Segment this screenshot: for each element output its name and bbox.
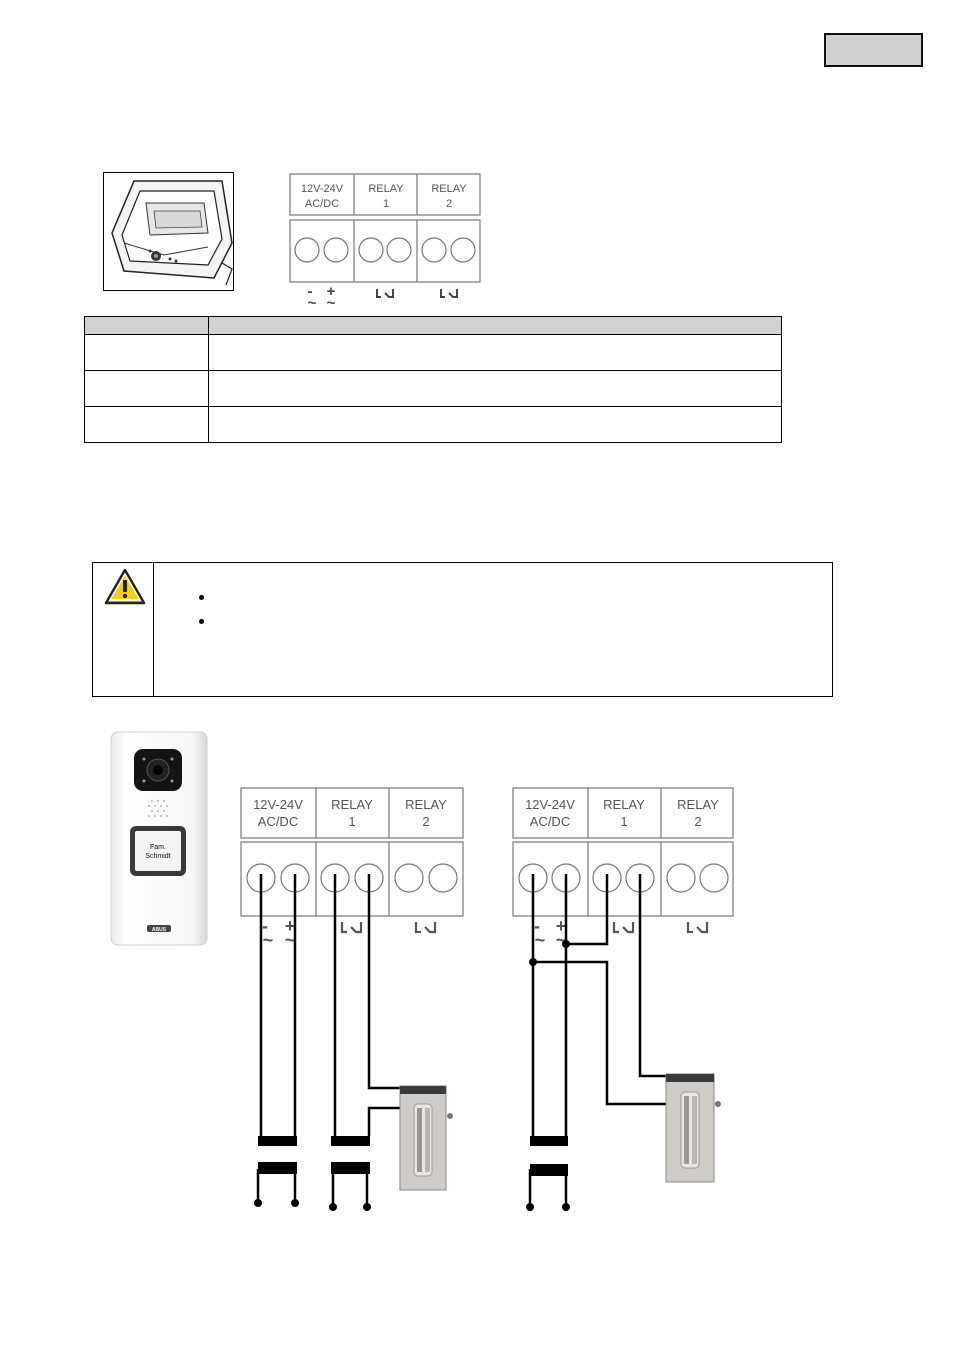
ac-symbol-left: ~ <box>308 295 317 310</box>
diagram2-relay1-label-top: RELAY <box>603 797 645 812</box>
brand-badge <box>147 925 171 932</box>
warning-bullet-1 <box>199 595 204 600</box>
terminal-assignment-table <box>84 316 782 443</box>
diagram1-power-label-bottom: AC/DC <box>258 814 298 829</box>
diagram1-wires <box>256 874 402 1206</box>
diagram2-plus: + <box>556 916 567 936</box>
power-label-top: 12V-24V <box>301 183 344 195</box>
diagram2-door-strike <box>665 1073 721 1183</box>
diagram2-minus: - <box>534 916 540 936</box>
compartment-illustration <box>111 180 233 286</box>
table-header-terminal <box>84 316 209 335</box>
relay2-label-bottom: 2 <box>446 198 452 210</box>
warning-divider <box>153 563 154 696</box>
nameplate-line1: Fam. <box>150 844 166 851</box>
nameplate-line2: Schmidt <box>145 853 170 860</box>
diagram2-power-label-top: 12V-24V <box>525 797 575 812</box>
diagram2-relay1-label-bottom: 1 <box>620 814 627 829</box>
relay-contact-icons <box>376 289 458 298</box>
diagram2-wires <box>528 874 666 1206</box>
diagram1-relay2-label-bottom: 2 <box>422 814 429 829</box>
wiring-diagram-shared-supply: 12V-24V AC/DC RELAY 1 RELAY 2 - + ~ ~ <box>512 787 734 1211</box>
connection-compartment-photo <box>103 172 234 291</box>
diagram1-plus: + <box>285 916 296 936</box>
diagram1-relay1-label-bottom: 1 <box>348 814 355 829</box>
wiring-diagram-separate-supply: 12V-24V AC/DC RELAY 1 RELAY 2 - + ~ ~ <box>240 787 464 1211</box>
ac-symbol-right: ~ <box>327 295 336 310</box>
diagram2-power-label-bottom: AC/DC <box>530 814 570 829</box>
diagram1-door-strike <box>399 1085 453 1191</box>
warning-bullet-2 <box>199 619 204 624</box>
table-cell <box>84 334 209 371</box>
diagram1-minus: - <box>262 916 268 936</box>
diagram1-power-label-top: 12V-24V <box>253 797 303 812</box>
speaker-grille <box>148 800 168 817</box>
diagram1-relay1-label-top: RELAY <box>331 797 373 812</box>
diagram2-ac-right: ~ <box>556 930 567 950</box>
relay2-label-top: RELAY <box>431 183 467 195</box>
diagram2-relay2-label-top: RELAY <box>677 797 719 812</box>
diagram2-relay2-label-bottom: 2 <box>694 814 701 829</box>
diagram2-power-supply <box>526 1136 570 1211</box>
table-header-row <box>84 316 782 335</box>
table-row <box>84 334 782 371</box>
terminal-block-diagram: 12V-24V AC/DC RELAY 1 RELAY 2 - + ~ ~ <box>289 173 481 310</box>
brand-logo: ABUS <box>152 927 167 933</box>
minus-symbol: - <box>308 283 313 300</box>
diagram1-relay2-label-top: RELAY <box>405 797 447 812</box>
table-cell <box>208 406 782 443</box>
diagram2-ac-left: ~ <box>535 930 546 950</box>
door-station-image: Fam. Schmidt ABUS <box>110 731 208 946</box>
diagram1-power-supplies <box>254 1136 371 1211</box>
plus-symbol: + <box>327 283 336 300</box>
diagram1-ac-left: ~ <box>263 930 274 950</box>
table-cell <box>208 370 782 407</box>
relay1-label-bottom: 1 <box>383 198 389 210</box>
power-label-bottom: AC/DC <box>305 198 339 210</box>
diagram2-junctions <box>529 940 570 966</box>
table-cell <box>208 334 782 371</box>
table-cell <box>84 370 209 407</box>
table-header-description <box>208 316 782 335</box>
relay1-label-top: RELAY <box>368 183 404 195</box>
table-cell <box>84 406 209 443</box>
table-row <box>84 370 782 407</box>
language-tab <box>824 33 923 67</box>
nameplate <box>135 831 181 871</box>
diagram1-ac-right: ~ <box>285 930 296 950</box>
warning-notice <box>92 562 833 697</box>
table-row <box>84 406 782 443</box>
warning-triangle-icon <box>104 568 146 605</box>
